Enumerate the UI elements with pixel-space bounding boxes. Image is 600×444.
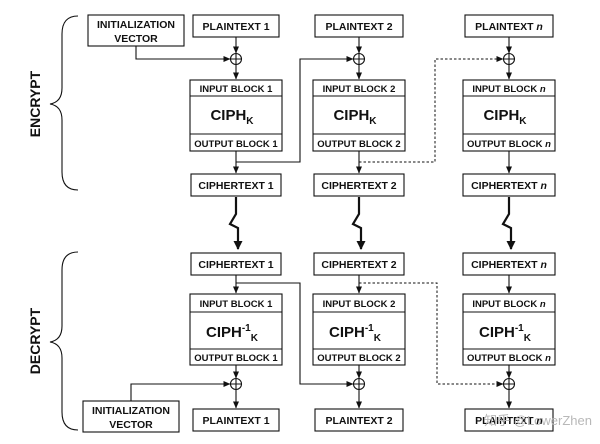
encrypt-cipher-block-n: INPUT BLOCK n CIPHK OUTPUT BLOCK n <box>462 79 556 152</box>
svg-text:CIPHERTEXT 2: CIPHERTEXT 2 <box>321 259 396 271</box>
encrypt-brace <box>49 15 79 191</box>
decrypt-brace <box>49 251 79 431</box>
decrypt-ciph-inv-n: CIPH-1K <box>479 323 532 344</box>
encrypt-iv-box: INITIALIZATION VECTOR <box>87 14 185 47</box>
decrypt-input-block-n: INPUT BLOCK n <box>472 299 546 310</box>
encrypt-cipher-block-1: INPUT BLOCK 1 CIPHK OUTPUT BLOCK 1 <box>189 79 283 152</box>
decrypt-output-block-n: OUTPUT BLOCK n <box>467 353 551 364</box>
transmission-bolt-n <box>501 197 516 250</box>
svg-text:VECTOR: VECTOR <box>109 419 153 431</box>
encrypt-ciph-2: CIPHK <box>333 107 377 127</box>
encrypt-ciphertext-1: CIPHERTEXT 1 <box>190 173 282 197</box>
encrypt-ciphertext-2: CIPHERTEXT 2 <box>313 173 405 197</box>
decrypt-ciph-inv-1: CIPH-1K <box>206 323 259 344</box>
decrypt-input-block-1: INPUT BLOCK 1 <box>200 299 274 310</box>
svg-text:PLAINTEXT 2: PLAINTEXT 2 <box>325 21 392 33</box>
svg-text:PLAINTEXT n: PLAINTEXT n <box>475 415 543 427</box>
decrypt-ciphertext-2: CIPHERTEXT 2 <box>313 252 405 276</box>
transmission-bolt-1 <box>228 197 243 250</box>
encrypt-ciph-1: CIPHK <box>210 107 254 127</box>
decrypt-plaintext-1: PLAINTEXT 1 <box>192 408 280 432</box>
decrypt-cipher-block-2: INPUT BLOCK 2 CIPH-1K OUTPUT BLOCK 2 <box>312 293 406 366</box>
decrypt-cipher-block-1: INPUT BLOCK 1 CIPH-1K OUTPUT BLOCK 1 <box>189 293 283 366</box>
decrypt-ciph-inv-2: CIPH-1K <box>329 323 382 344</box>
watermark-text: 知乎 @LowerZhen <box>484 413 592 428</box>
decrypt-plaintext-n: PLAINTEXT n <box>464 408 554 432</box>
encrypt-plaintext-n: PLAINTEXT n <box>464 14 554 38</box>
svg-text:CIPHERTEXT 1: CIPHERTEXT 1 <box>198 259 273 271</box>
decrypt-ciphertext-1: CIPHERTEXT 1 <box>190 252 282 276</box>
decrypt-output-block-2: OUTPUT BLOCK 2 <box>317 353 400 364</box>
encrypt-output-block-1: OUTPUT BLOCK 1 <box>194 139 278 150</box>
encrypt-input-block-n: INPUT BLOCK n <box>472 84 546 95</box>
decrypt-cipher-block-n: INPUT BLOCK n CIPH-1K OUTPUT BLOCK n <box>462 293 556 366</box>
encrypt-feedback-1 <box>236 56 354 163</box>
encrypt-cipher-block-2: INPUT BLOCK 2 CIPHK OUTPUT BLOCK 2 <box>312 79 406 152</box>
svg-text:CIPHERTEXT 1: CIPHERTEXT 1 <box>198 180 273 192</box>
svg-text:PLAINTEXT 2: PLAINTEXT 2 <box>325 415 392 427</box>
encrypt-ciph-n: CIPHK <box>483 107 527 127</box>
svg-text:VECTOR: VECTOR <box>114 33 158 45</box>
encrypt-iv-arrow <box>135 46 231 62</box>
encrypt-side-label: ENCRYPT <box>27 70 43 137</box>
decrypt-iv-arrow <box>130 381 231 401</box>
decrypt-iv-box: INITIALIZATION VECTOR <box>82 400 180 433</box>
decrypt-side-label: DECRYPT <box>27 307 43 374</box>
encrypt-xor-1 <box>229 52 243 66</box>
decrypt-feedback-1 <box>281 282 354 387</box>
svg-text:CIPHERTEXT n: CIPHERTEXT n <box>471 259 547 271</box>
decrypt-plaintext-2: PLAINTEXT 2 <box>314 408 404 432</box>
decrypt-ciphertext-n: CIPHERTEXT n <box>462 252 556 276</box>
encrypt-output-block-n: OUTPUT BLOCK n <box>467 139 551 150</box>
svg-text:PLAINTEXT 1: PLAINTEXT 1 <box>202 415 269 427</box>
encrypt-output-block-2: OUTPUT BLOCK 2 <box>317 139 400 150</box>
encrypt-feedback-2 <box>359 56 504 163</box>
svg-text:CIPHERTEXT 2: CIPHERTEXT 2 <box>321 180 396 192</box>
encrypt-xor-2 <box>352 52 366 66</box>
decrypt-output-block-1: OUTPUT BLOCK 1 <box>194 353 278 364</box>
transmission-bolt-2 <box>351 197 366 250</box>
svg-text:CIPHERTEXT n: CIPHERTEXT n <box>471 180 547 192</box>
svg-text:INITIALIZATION: INITIALIZATION <box>97 19 175 31</box>
decrypt-input-block-2: INPUT BLOCK 2 <box>323 299 396 310</box>
encrypt-plaintext-1: PLAINTEXT 1 <box>192 14 280 38</box>
encrypt-input-block-1: INPUT BLOCK 1 <box>200 84 274 95</box>
svg-text:PLAINTEXT 1: PLAINTEXT 1 <box>202 21 269 33</box>
decrypt-xor-n <box>502 377 516 391</box>
svg-text:PLAINTEXT n: PLAINTEXT n <box>475 21 543 33</box>
encrypt-ciphertext-n: CIPHERTEXT n <box>462 173 556 197</box>
svg-text:INITIALIZATION: INITIALIZATION <box>92 405 170 417</box>
decrypt-xor-2 <box>352 377 366 391</box>
encrypt-xor-n <box>502 52 516 66</box>
decrypt-xor-1 <box>229 377 243 391</box>
decrypt-feedback-2 <box>359 282 504 387</box>
encrypt-plaintext-2: PLAINTEXT 2 <box>314 14 404 38</box>
encrypt-input-block-2: INPUT BLOCK 2 <box>323 84 396 95</box>
